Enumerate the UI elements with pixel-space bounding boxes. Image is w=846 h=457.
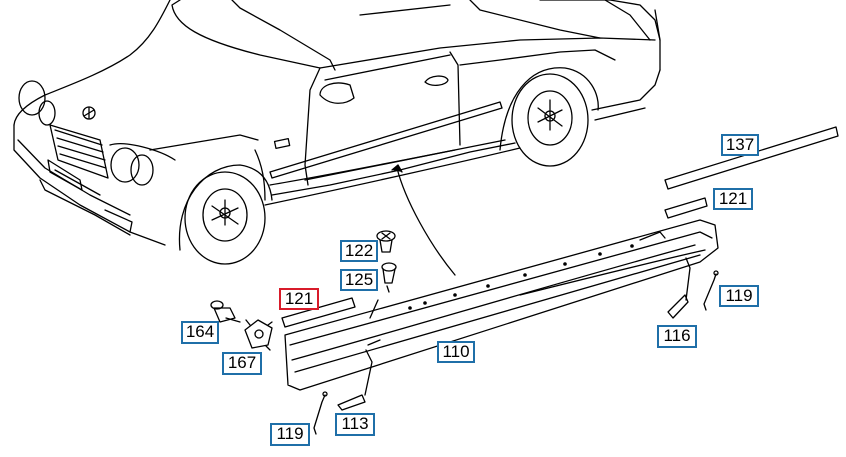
- nut-167: [244, 319, 273, 351]
- bracket-113: [337, 339, 381, 411]
- callout-164[interactable]: 164: [181, 321, 219, 344]
- callout-125[interactable]: 125: [340, 269, 378, 291]
- bolt-164: [210, 300, 241, 323]
- callout-119-right[interactable]: 119: [719, 285, 759, 307]
- clip-119-left: [313, 391, 328, 435]
- bracket-116: [667, 257, 691, 319]
- pointer-line: [396, 167, 456, 276]
- clip-119-right: [703, 270, 719, 311]
- callout-113[interactable]: 113: [335, 413, 375, 436]
- trim-strip-137: [664, 126, 839, 190]
- callout-119-left[interactable]: 119: [270, 423, 310, 446]
- car-body: [13, 0, 661, 265]
- callout-167[interactable]: 167: [222, 352, 262, 375]
- callout-110[interactable]: 110: [437, 341, 475, 363]
- callout-122[interactable]: 122: [340, 240, 378, 262]
- callout-137[interactable]: 137: [721, 134, 759, 156]
- clip-125: [381, 262, 397, 293]
- callout-121-left-selected[interactable]: 121: [279, 288, 319, 310]
- strip-121-right: [664, 197, 708, 219]
- clip-122: [376, 230, 396, 253]
- strip-121-left: [281, 297, 356, 328]
- callout-121-right[interactable]: 121: [713, 188, 753, 210]
- side-skirt-110: [284, 219, 719, 391]
- callout-116[interactable]: 116: [657, 325, 697, 348]
